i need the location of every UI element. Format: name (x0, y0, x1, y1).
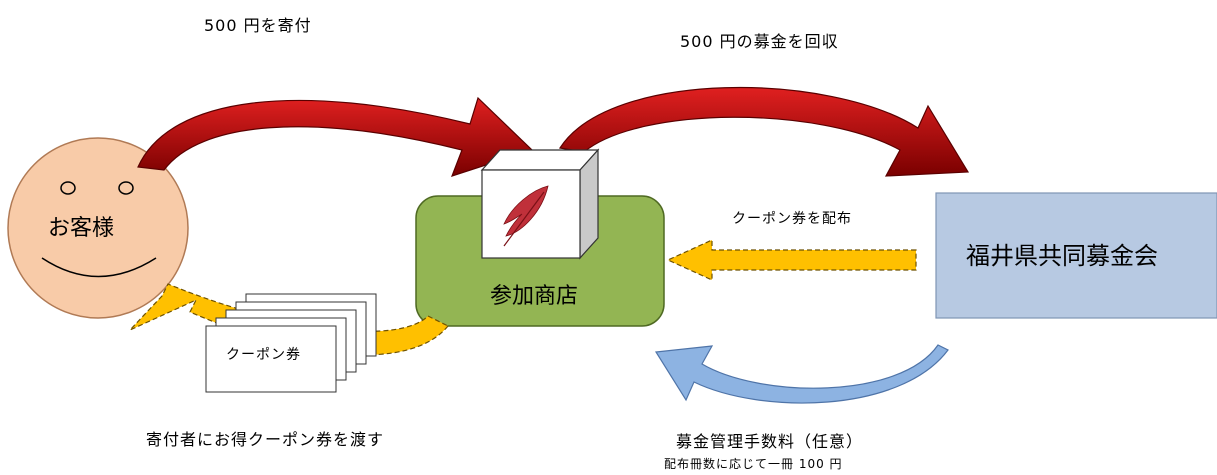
distribute-coupons-label: クーポン券を配布 (732, 211, 852, 227)
cube-top (480, 149, 600, 171)
customer-label: お客様 (48, 216, 115, 241)
cube-side (579, 148, 599, 260)
fee-label: 募金管理手数料（任意） (676, 432, 864, 451)
customer-face (7, 137, 189, 319)
distribute-coupons-arrow (666, 239, 917, 281)
right-eye-icon (118, 181, 134, 195)
fee-arrow (654, 344, 949, 404)
red-feather-icon (503, 185, 549, 247)
organization-box (935, 192, 1217, 319)
coupon-label: クーポン券 (226, 347, 301, 363)
smile-mouth (41, 257, 157, 278)
shop-label: 参加商店 (490, 284, 579, 309)
collection-arrow (559, 86, 970, 177)
give-coupons-label: 寄付者にお得クーポン券を渡す (146, 430, 385, 449)
left-eye-icon (60, 181, 76, 195)
collection-label: 500 円の募金を回収 (680, 32, 839, 51)
donation-label: 500 円を寄付 (204, 16, 312, 35)
fee-note-label: 配布冊数に応じて一冊 100 円 (664, 457, 843, 471)
donation-arrow (137, 96, 534, 177)
coupon-sheet-front (205, 325, 337, 393)
organization-label: 福井県共同募金会 (966, 242, 1158, 270)
